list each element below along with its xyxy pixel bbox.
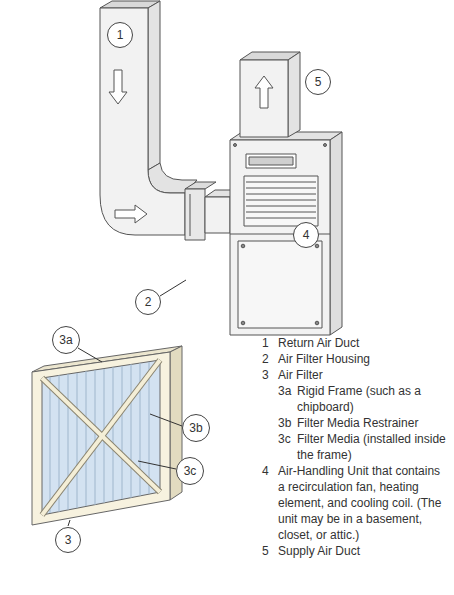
key-number: 3a — [278, 383, 291, 399]
grille-bar — [246, 182, 316, 183]
leader-line — [150, 414, 182, 426]
return-duct — [100, 8, 185, 235]
panel-screw — [315, 244, 319, 248]
leader-line — [160, 280, 186, 296]
access-panel — [238, 241, 322, 328]
key-text: Rigid Frame (such as a chipboard) — [297, 383, 447, 415]
key-number: 3c — [278, 431, 291, 447]
key-text: Filter Media Restrainer — [297, 415, 447, 431]
leader-line — [68, 520, 70, 526]
media-pleat — [86, 371, 87, 506]
media-pleat — [131, 364, 132, 498]
callout-circle: 5 — [305, 69, 331, 95]
filter-media — [42, 360, 160, 515]
grille-bar — [246, 218, 316, 219]
key-number: 1 — [262, 335, 269, 351]
panel-screw — [241, 244, 245, 248]
connector-duct — [205, 197, 230, 233]
media-pleat — [68, 374, 69, 510]
panel-screw — [315, 321, 319, 325]
panel-screw — [234, 144, 237, 147]
callout-circle: 3c — [176, 457, 204, 485]
media-pleat — [113, 367, 114, 501]
key-text: Air Filter — [278, 367, 446, 383]
grille-bar — [246, 194, 316, 195]
flow-arrow — [115, 205, 147, 223]
duct-side — [288, 52, 300, 137]
key-text: Air-Handling Unit that contains a recirc… — [278, 463, 448, 543]
key-number: 4 — [262, 463, 269, 479]
callout-circle: 2 — [135, 289, 161, 315]
air-handling-unit — [230, 140, 330, 335]
media-pleat — [122, 366, 123, 499]
grille-bar — [246, 206, 316, 207]
unit-grille — [244, 176, 318, 226]
supply-duct — [240, 60, 288, 137]
unit-side — [330, 132, 342, 335]
flow-arrow — [255, 76, 273, 108]
callout-number: 5 — [315, 75, 322, 89]
callout-circle: 3a — [52, 326, 80, 354]
panel-screw — [324, 144, 327, 147]
restrainer-bar — [42, 360, 160, 515]
unit-slot-inner — [249, 157, 293, 165]
key-number: 2 — [262, 351, 269, 367]
key-text: Filter Media (installed inside the frame… — [297, 431, 447, 463]
media-pleat — [50, 377, 51, 513]
key-text: Return Air Duct — [278, 335, 446, 351]
callout-number: 1 — [117, 28, 124, 42]
restrainer-bar-outline — [42, 360, 160, 515]
filter-housing — [185, 189, 205, 240]
key-text: Air Filter Housing — [278, 351, 446, 367]
leader-line — [138, 461, 176, 469]
callout-number: 2 — [145, 295, 152, 309]
panel-screw — [241, 321, 245, 325]
key-number: 3 — [262, 367, 269, 383]
grille-bar — [246, 188, 316, 189]
callout-number: 3 — [65, 533, 72, 547]
duct-side — [148, 1, 160, 170]
callout-circle: 1 — [107, 22, 133, 48]
media-pleat — [95, 370, 96, 505]
flow-arrow — [109, 70, 127, 104]
callout-number: 3b — [189, 421, 202, 435]
media-pleat — [149, 362, 150, 494]
callout-number: 3c — [184, 464, 197, 478]
leader-line — [78, 348, 102, 362]
key-text: Supply Air Duct — [278, 543, 446, 559]
housing-slot — [190, 194, 191, 236]
key-number: 5 — [262, 543, 269, 559]
callout-number: 3a — [59, 333, 72, 347]
grille-bar — [246, 212, 316, 213]
callout-circle: 3 — [55, 527, 81, 553]
filter-frame — [32, 352, 170, 525]
unit-slot — [246, 154, 296, 168]
grille-bar — [246, 200, 316, 201]
callout-circle: 4 — [293, 222, 319, 248]
key-number: 3b — [278, 415, 291, 431]
callout-circle: 3b — [182, 414, 210, 442]
media-pleat — [77, 373, 78, 508]
callout-number: 4 — [303, 228, 310, 242]
housing-top — [185, 182, 216, 189]
